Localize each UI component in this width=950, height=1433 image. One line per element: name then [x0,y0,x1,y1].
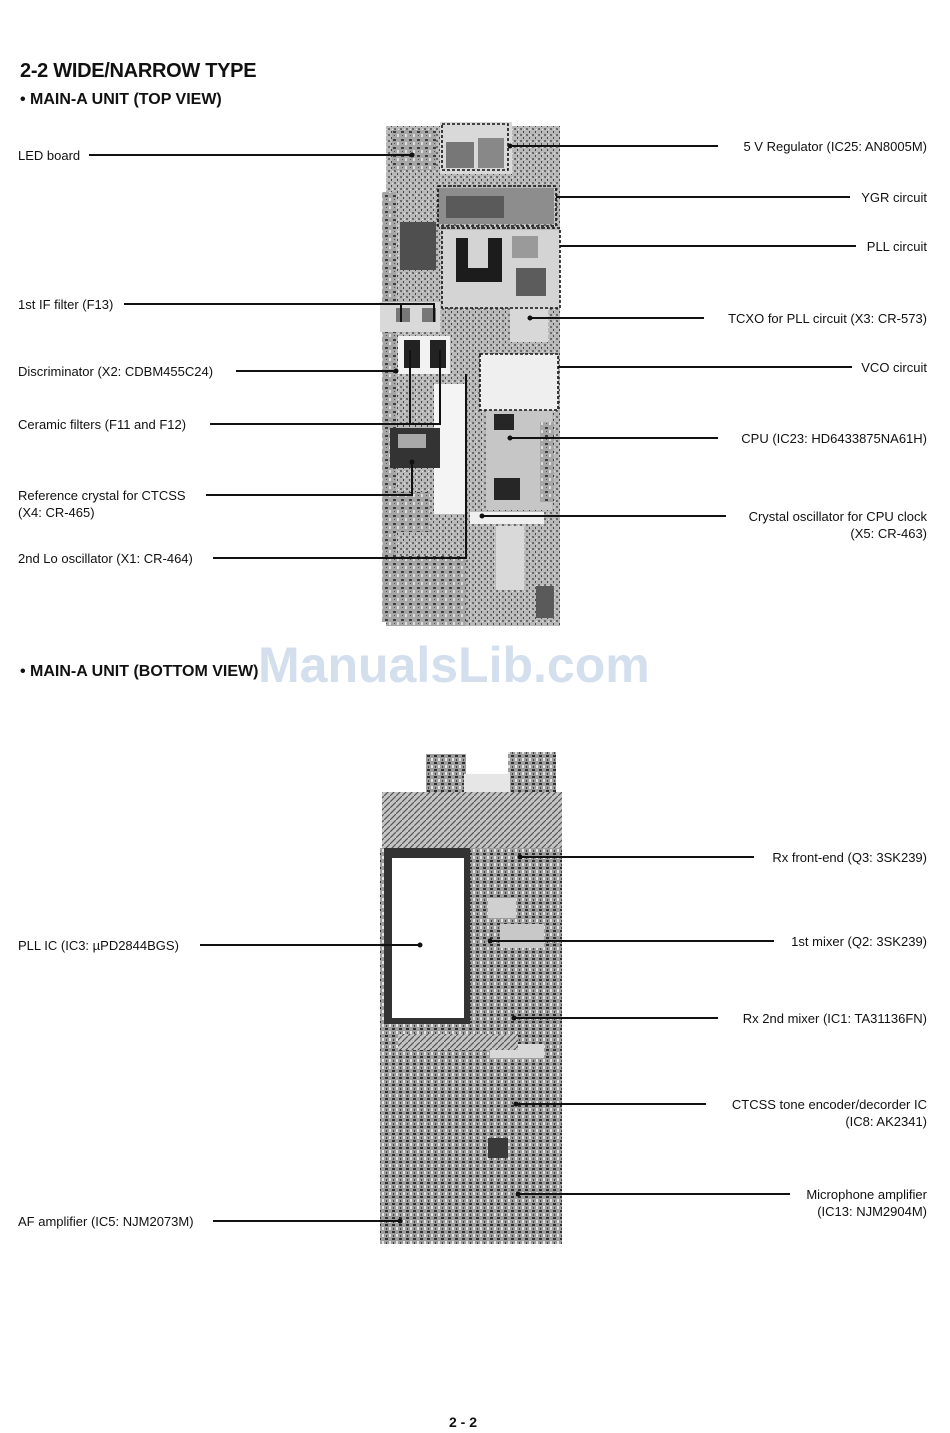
bottom-view-heading: • MAIN-A UNIT (BOTTOM VIEW) [20,663,259,680]
page-number: 2 - 2 [449,1414,478,1430]
label-pll-ic: PLL IC (IC3: µPD2844BGS) [18,938,179,953]
label-discriminator: Discriminator (X2: CDBM455C24) [18,364,214,379]
label-crystal-oscillator-cpu: Crystal oscillator for CPU clock (X5: CR… [749,508,927,542]
label-ygr-circuit: YGR circuit [861,190,927,205]
label-rx-front-end: Rx front-end (Q3: 3SK239) [772,850,927,865]
label-crystal-oscillator-line2: (X5: CR-463) [850,526,927,541]
label-af-amplifier: AF amplifier (IC5: NJM2073M) [18,1214,194,1229]
label-crystal-oscillator-line1: Crystal oscillator for CPU clock [748,509,927,524]
label-reference-crystal-ctcss: Reference crystal for CTCSS (X4: CR-465) [18,487,186,521]
label-microphone-amplifier: Microphone amplifier (IC13: NJM2904M) [806,1186,927,1220]
label-reference-crystal-line1: Reference crystal for CTCSS [18,488,186,503]
label-microphone-amplifier-line1: Microphone amplifier [806,1187,927,1202]
label-ctcss-tone-line2: (IC8: AK2341) [845,1114,927,1129]
label-tcxo-pll: TCXO for PLL circuit (X3: CR-573) [728,311,927,326]
label-cpu: CPU (IC23: HD6433875NA61H) [741,431,927,446]
label-5v-regulator: 5 V Regulator (IC25: AN8005M) [743,139,927,154]
label-ceramic-filters: Ceramic filters (F11 and F12) [18,417,187,432]
label-1st-if-filter: 1st IF filter (F13) [18,297,114,312]
top-view-heading: • MAIN-A UNIT (TOP VIEW) [20,91,222,108]
label-ctcss-tone-line1: CTCSS tone encoder/decorder IC [731,1097,927,1112]
label-reference-crystal-line2: (X4: CR-465) [18,505,95,520]
label-microphone-amplifier-line2: (IC13: NJM2904M) [817,1204,927,1219]
label-led-board: LED board [18,148,81,163]
label-pll-circuit: PLL circuit [866,239,927,254]
bottom-view-board-photo [380,752,562,1244]
label-vco-circuit: VCO circuit [861,360,927,375]
label-rx-2nd-mixer: Rx 2nd mixer (IC1: TA31136FN) [742,1011,927,1026]
label-ctcss-tone-ic: CTCSS tone encoder/decorder IC (IC8: AK2… [732,1096,927,1130]
watermark: ManualsLib.com [258,637,650,693]
label-1st-mixer: 1st mixer (Q2: 3SK239) [791,934,927,949]
top-view-board-photo [380,122,561,626]
label-2nd-lo-oscillator: 2nd Lo oscillator (X1: CR-464) [18,551,193,566]
section-title: 2-2 WIDE/NARROW TYPE [20,60,257,82]
